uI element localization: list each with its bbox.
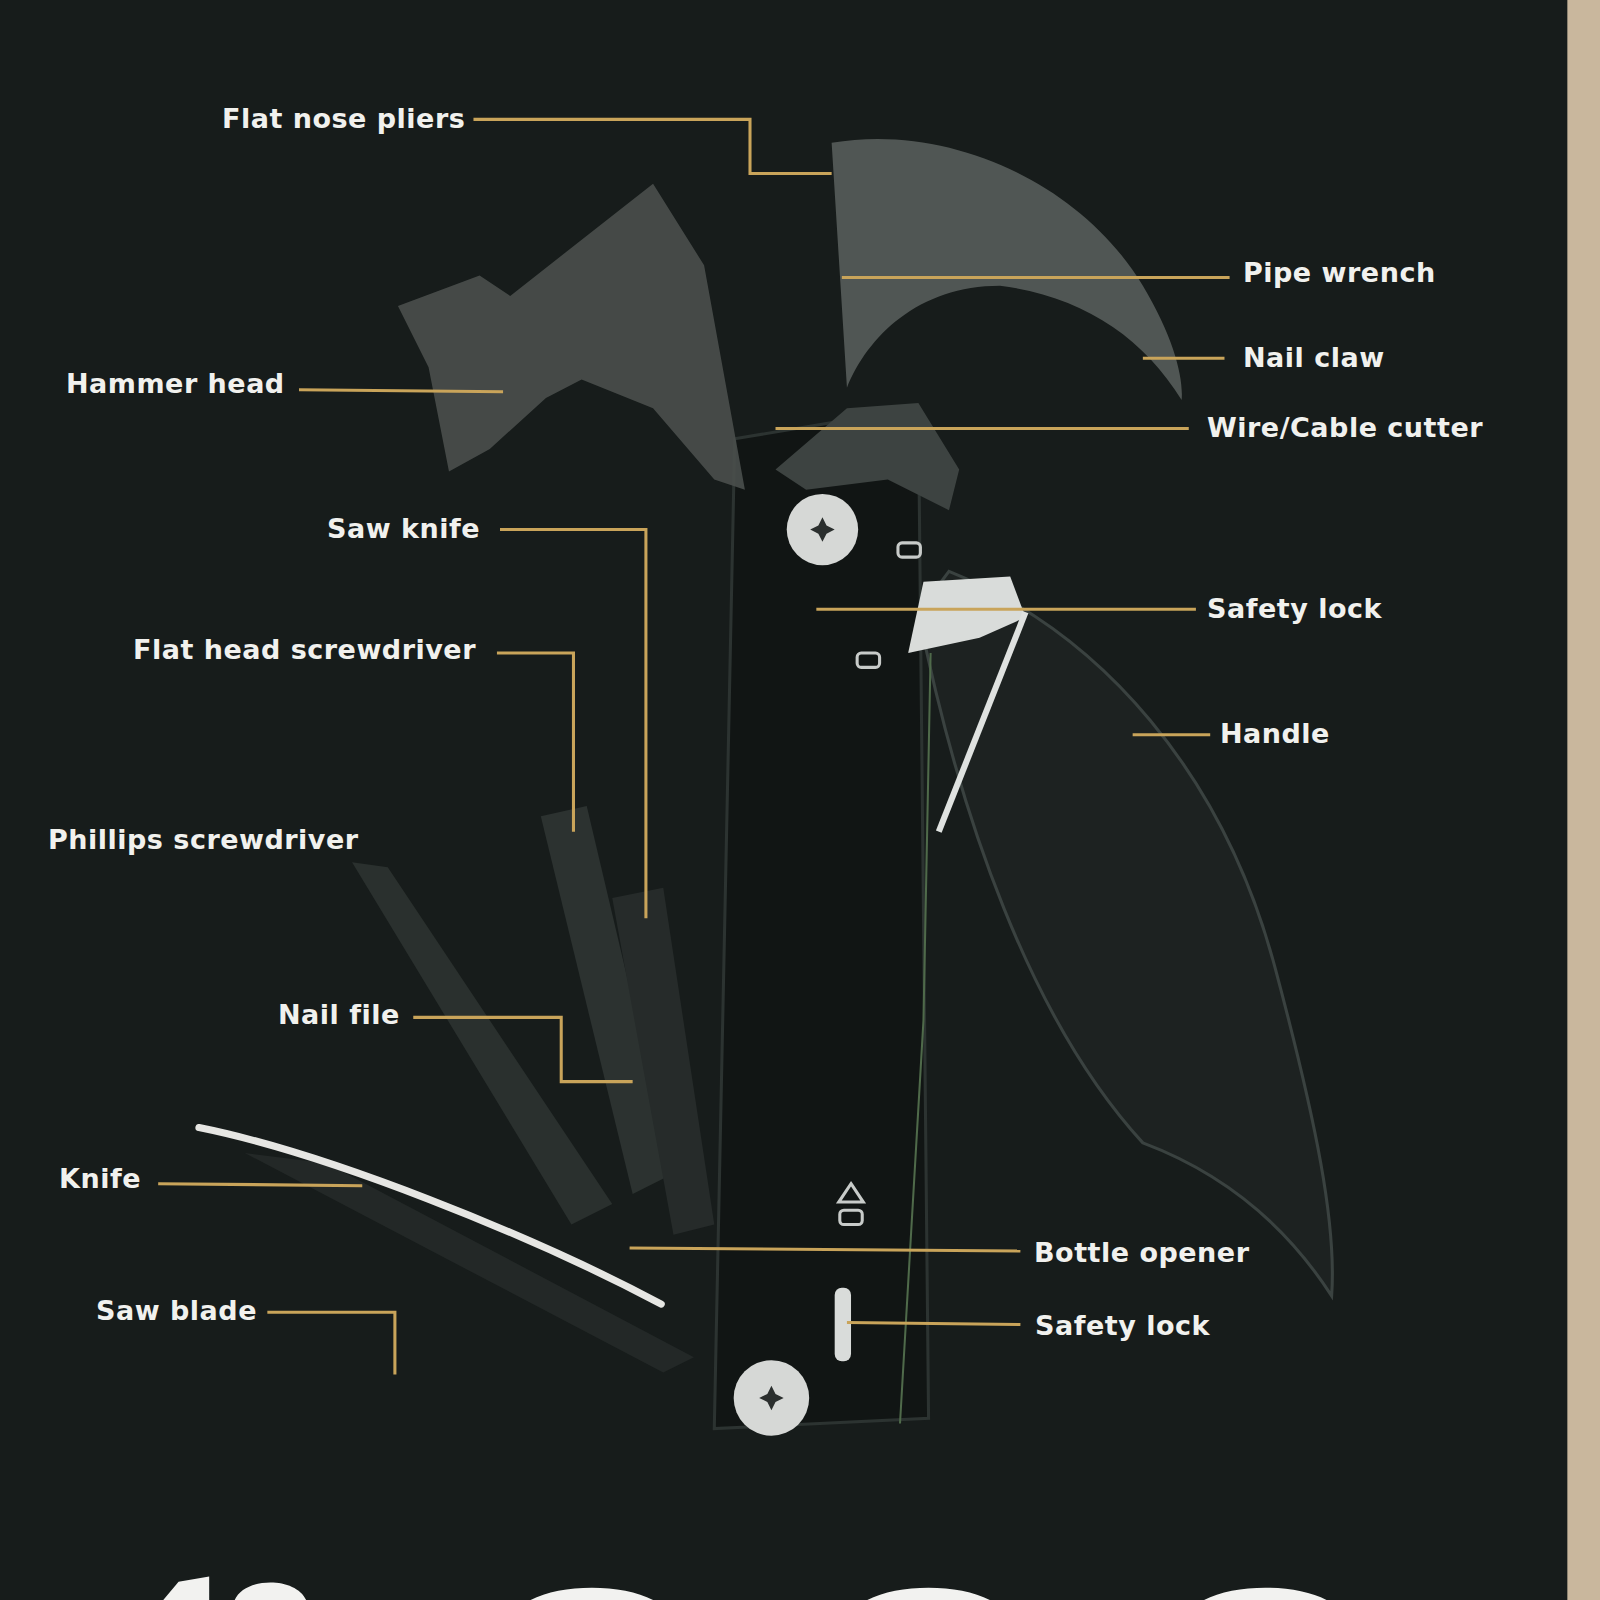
knife [199, 1128, 661, 1305]
lock-icon [840, 1210, 862, 1224]
leader-line [847, 1322, 1020, 1324]
part-label: Safety lock [1035, 1310, 1210, 1342]
leader-line [497, 653, 574, 832]
leader-line [1133, 733, 1211, 736]
cropped-figure [163, 1577, 1326, 1600]
arrow-icon [839, 1184, 863, 1202]
leader-line [1143, 357, 1225, 360]
part-label: Flat head screwdriver [133, 634, 476, 666]
part-label: Nail file [278, 999, 400, 1031]
wall-strip [1567, 0, 1600, 1600]
leader-line [158, 1184, 362, 1186]
part-label: Safety lock [1207, 593, 1382, 625]
leader-line [816, 608, 1196, 611]
leader-line [473, 119, 831, 173]
seam [900, 653, 931, 1423]
hammer-head [398, 184, 745, 490]
part-label: Wire/Cable cutter [1207, 412, 1483, 444]
leader-lines [158, 119, 1229, 1374]
leader-line [299, 390, 503, 392]
part-label: Saw knife [327, 513, 480, 545]
lock-icon [898, 543, 920, 557]
safety-lock-top [908, 577, 1025, 654]
part-label: Knife [59, 1163, 141, 1195]
handle [918, 571, 1332, 1295]
lock-spring [939, 612, 1026, 831]
part-label: Hammer head [66, 368, 285, 400]
leader-line [413, 1017, 632, 1081]
leader-line [630, 1248, 1021, 1251]
safety-lock-bottom [835, 1288, 851, 1361]
nail-claw [832, 139, 1182, 400]
tool-body [714, 408, 928, 1428]
leader-line [267, 1312, 395, 1374]
part-label: Phillips screwdriver [48, 824, 359, 856]
part-label: Bottle opener [1034, 1237, 1249, 1269]
part-label: Pipe wrench [1243, 257, 1436, 289]
screw-torx [810, 517, 834, 541]
screw [734, 1360, 810, 1436]
wire-cutter [776, 403, 960, 510]
part-label: Saw blade [96, 1295, 257, 1327]
leader-line [776, 427, 1189, 430]
part-label: Nail claw [1243, 342, 1385, 374]
part-label: Flat nose pliers [222, 103, 465, 135]
lock-icon [857, 653, 879, 667]
screw [787, 494, 858, 565]
leader-line [842, 276, 1230, 279]
saw-knife [612, 888, 714, 1235]
part-label: Handle [1220, 718, 1330, 750]
screw-torx [759, 1386, 783, 1410]
